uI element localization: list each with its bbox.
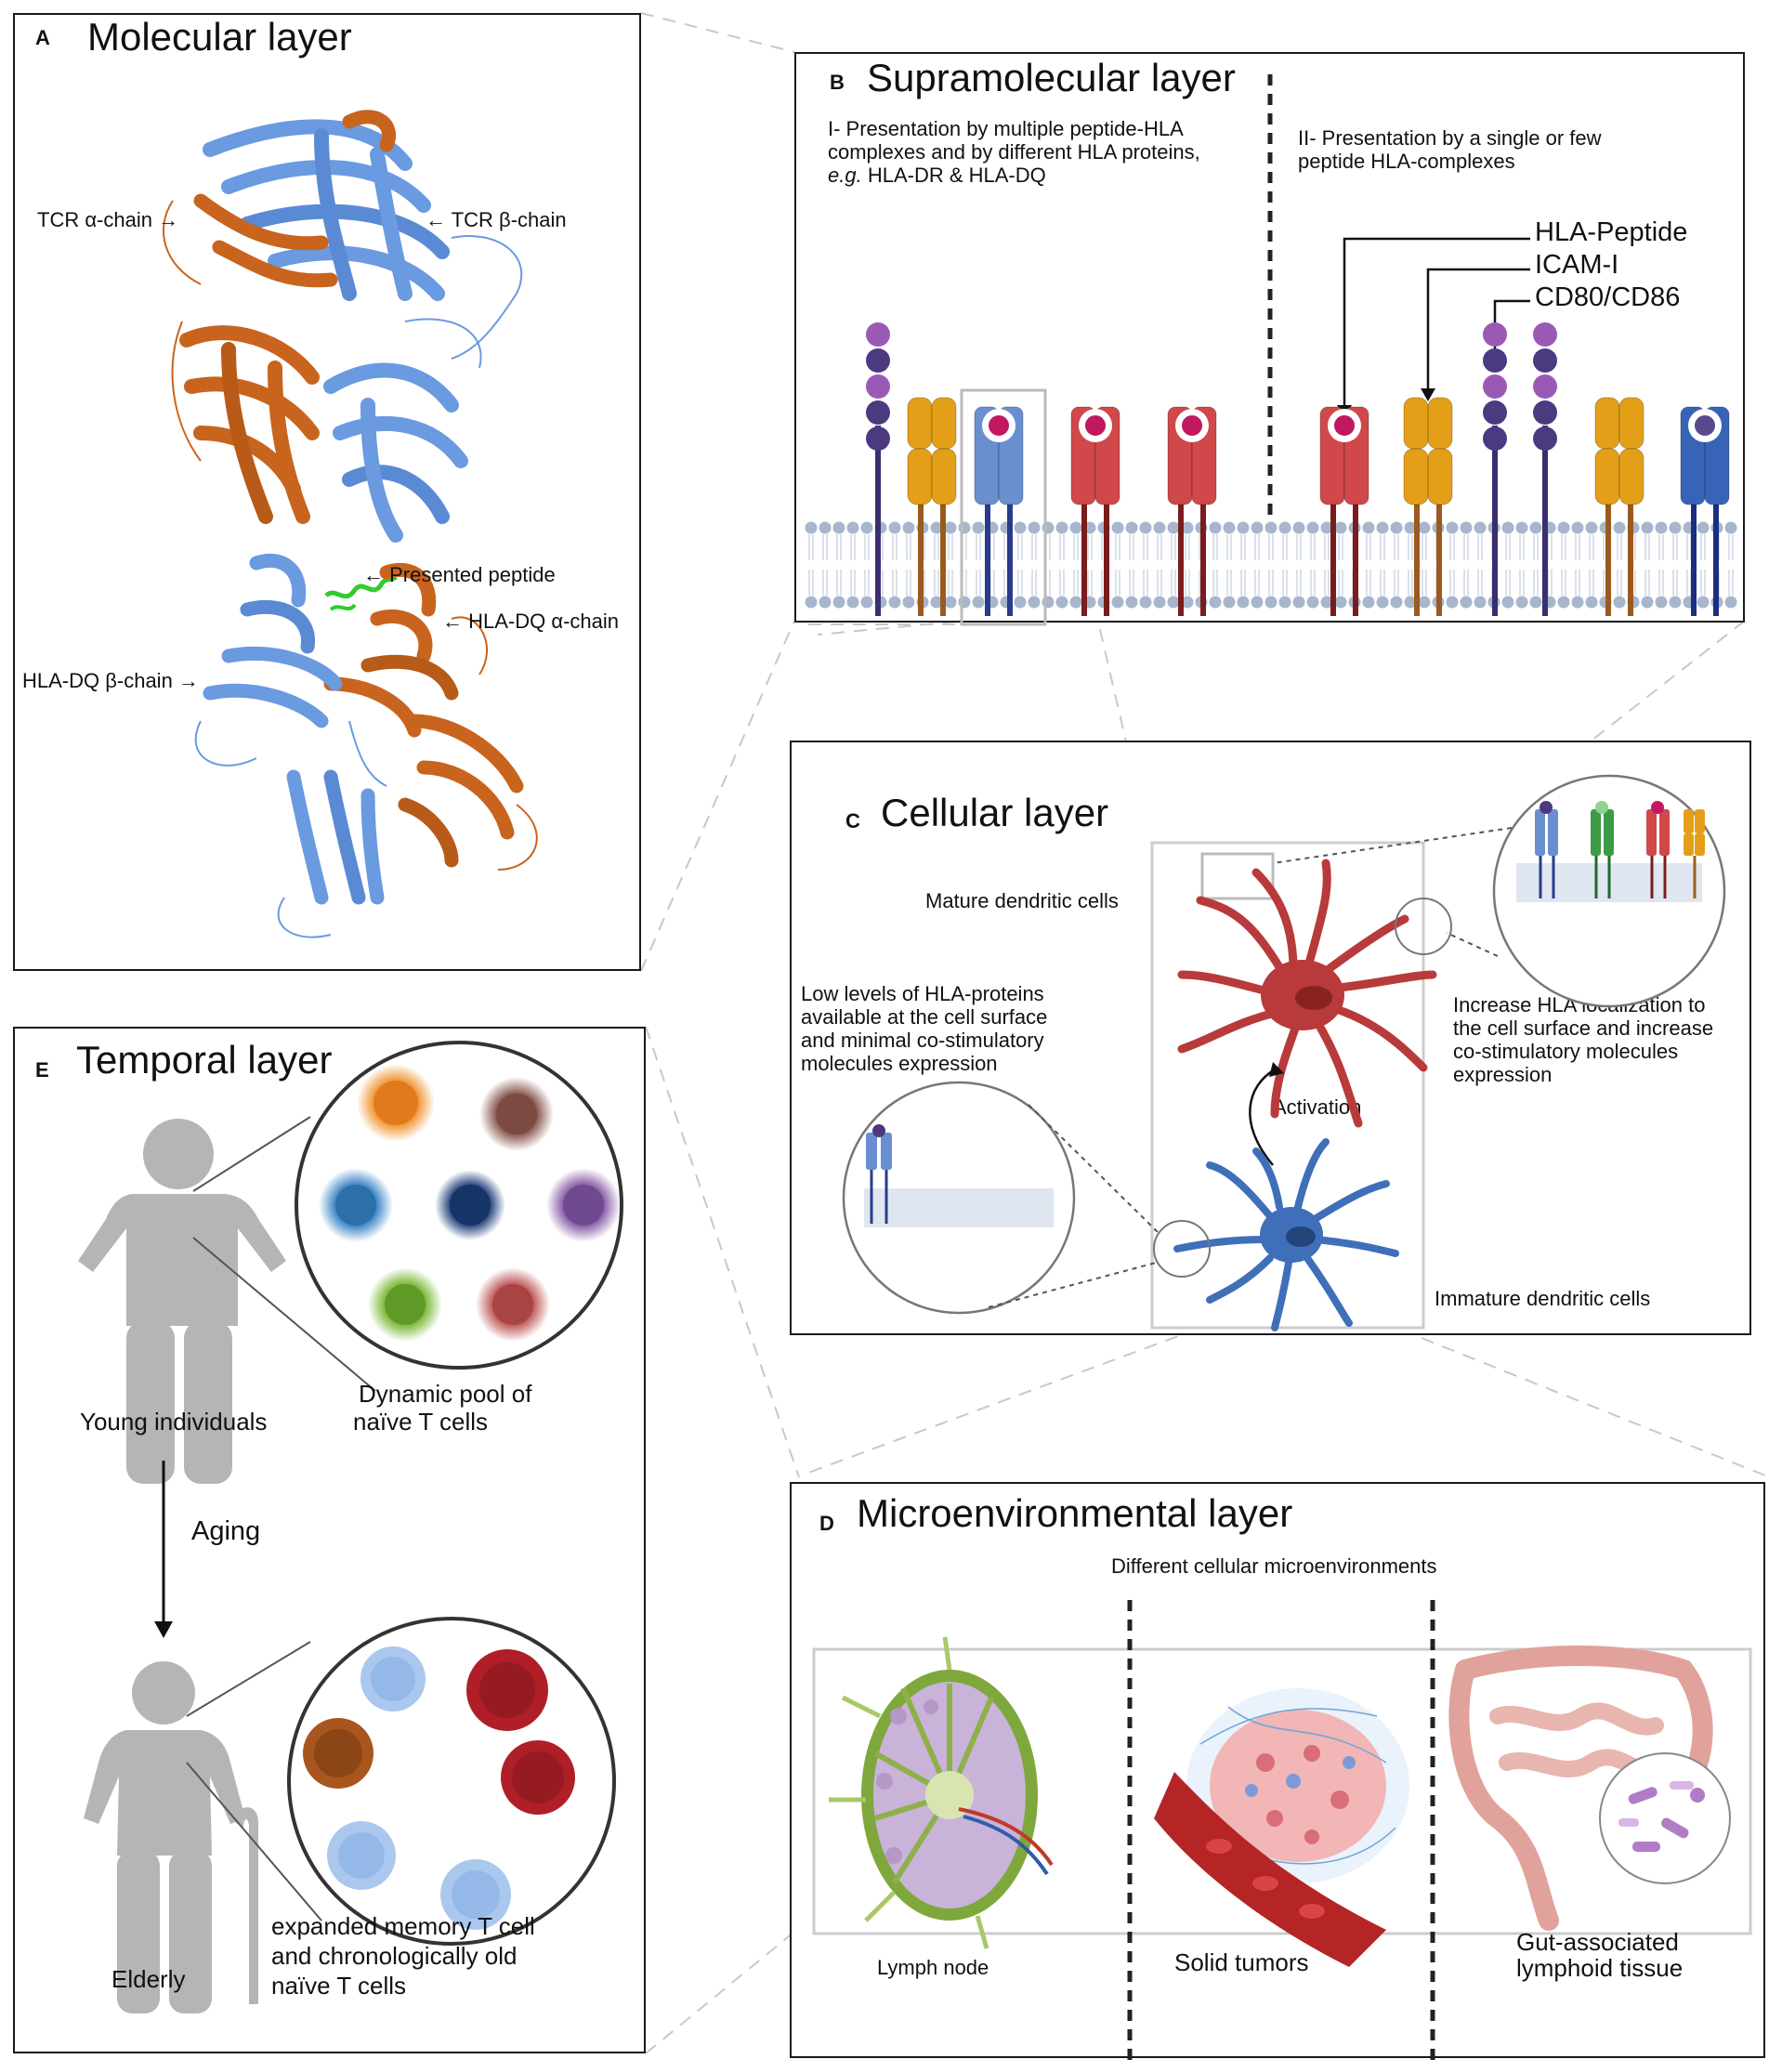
panel-c-cellular-layer: C Cellular layer Mature dendritic cells … [790, 741, 1751, 1335]
panel-label: B [830, 71, 845, 94]
label-aging: Aging [191, 1516, 261, 1546]
label-mature-dc: Mature dendritic cells [925, 889, 1119, 912]
label-dynamic-pool-1: Dynamic pool of [359, 1380, 532, 1408]
aging-diagram [78, 1041, 623, 2013]
label-immature-dc: Immature dendritic cells [1435, 1287, 1651, 1310]
panel-title: Molecular layer [87, 15, 352, 59]
label-tcr-beta: ← TCR β-chain [426, 208, 567, 231]
label-tcr-alpha: TCR α-chain → [37, 208, 179, 231]
left-description-line2: complexes and by different HLA proteins, [828, 140, 1200, 164]
label-elderly: Elderly [111, 1965, 186, 1993]
panel-title: Cellular layer [881, 791, 1109, 834]
label-expanded-3: naïve T cells [271, 1972, 407, 2000]
legend-hla-peptide: HLA-Peptide [1535, 217, 1688, 247]
right-description-line2: peptide HLA-complexes [1298, 150, 1515, 173]
panel-label: C [845, 809, 860, 833]
tcr-hla-structure [163, 110, 538, 938]
label-hla-dq-beta: HLA-DQ β-chain → [22, 669, 199, 692]
label-galt-2: lymphoid tissue [1516, 1954, 1684, 1982]
membrane-diagram [805, 74, 1737, 626]
label-hla-dq-alpha: ← HLA-DQ α-chain [442, 610, 619, 633]
panel-d-microenvironmental-layer: D Microenvironmental layer Different cel… [790, 1482, 1765, 2060]
low-hla-text-3: and minimal co-stimulatory [801, 1029, 1044, 1052]
low-hla-text-4: molecules expression [801, 1052, 998, 1075]
label-lymph-node: Lymph node [877, 1956, 989, 1979]
panel-b-supramolecular-layer: B Supramolecular layer I- Presentation b… [794, 52, 1745, 626]
label-galt-1: Gut-associated [1516, 1928, 1679, 1956]
panel-label: E [35, 1058, 49, 1082]
label-expanded-1: expanded memory T cell [271, 1912, 535, 1940]
membrane-proteins [866, 322, 1730, 616]
left-description-line3: e.g. HLA-DR & HLA-DQ [828, 164, 1046, 187]
right-description-line1: II- Presentation by a single or few [1298, 126, 1602, 150]
high-hla-text-2: the cell surface and increase [1453, 1016, 1714, 1040]
label-dynamic-pool-2: naïve T cells [353, 1408, 489, 1436]
left-description-line1: I- Presentation by multiple peptide-HLA [828, 117, 1184, 140]
dendritic-cells-diagram [842, 774, 1726, 1331]
label-presented-peptide: ← Presented peptide [363, 563, 556, 586]
high-hla-text-4: expression [1453, 1063, 1553, 1086]
low-hla-text-1: Low levels of HLA-proteins [801, 982, 1044, 1005]
low-hla-text-2: available at the cell surface [801, 1005, 1048, 1029]
label-young-individuals: Young individuals [80, 1408, 268, 1436]
panel-title: Microenvironmental layer [857, 1491, 1293, 1535]
panel-label: D [819, 1512, 834, 1535]
microenvironments-diagram [812, 1600, 1752, 2060]
high-hla-text-3: co-stimulatory molecules [1453, 1040, 1679, 1063]
panel-title: Temporal layer [76, 1038, 333, 1082]
label-expanded-2: and chronologically old [271, 1942, 518, 1970]
panel-a-molecular-layer: A Molecular layer [13, 13, 641, 971]
panel-label: A [35, 26, 50, 49]
legend-cd80-cd86: CD80/CD86 [1535, 282, 1681, 312]
panel-e-temporal-layer: E Temporal layer [13, 1027, 646, 2053]
panel-title: Supramolecular layer [867, 56, 1236, 99]
legend-icam: ICAM-I [1535, 250, 1619, 280]
label-solid-tumors: Solid tumors [1174, 1948, 1309, 1976]
subtitle: Different cellular microenvironments [1111, 1554, 1437, 1578]
